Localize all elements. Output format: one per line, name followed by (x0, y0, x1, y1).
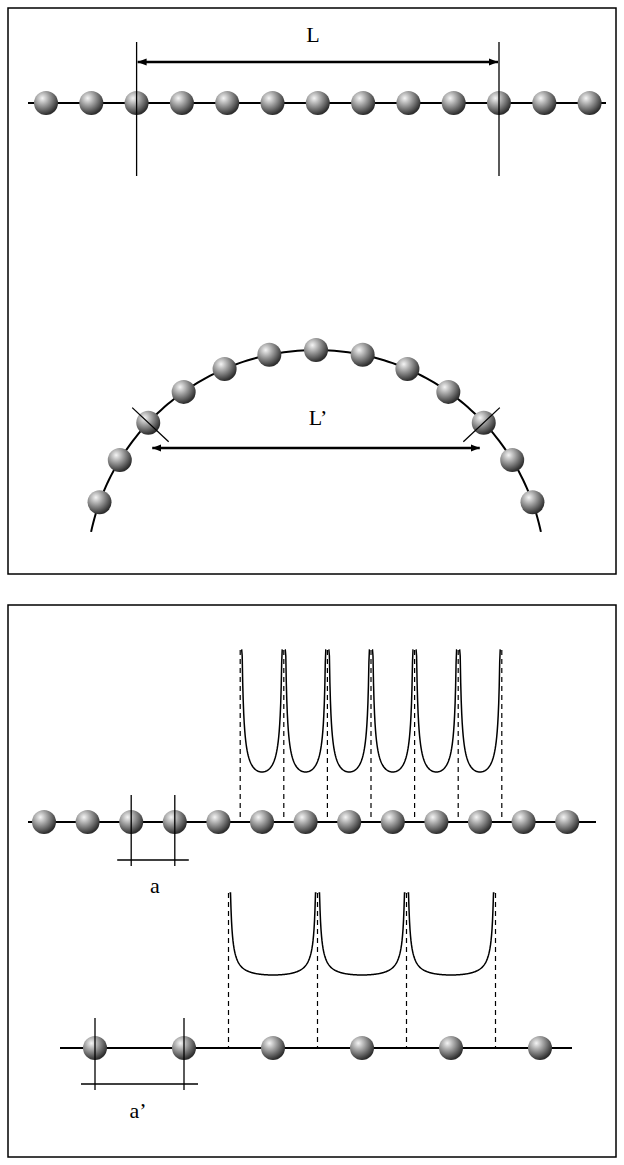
guide-line (131, 795, 132, 866)
dimension-label: a’ (127, 1099, 148, 1123)
atom-ball (396, 91, 420, 115)
spacing-bar (81, 1083, 198, 1085)
atom-ball (436, 380, 460, 404)
atom-ball (206, 810, 230, 834)
atom-ball (578, 91, 602, 115)
atom-ball (215, 91, 239, 115)
atom-ball (381, 810, 405, 834)
guide-line (94, 1018, 95, 1090)
cusp-dash (458, 650, 459, 822)
dense-chain (28, 650, 596, 866)
atom-ball (395, 357, 419, 381)
atom-ball (520, 490, 544, 514)
atom-ball (172, 380, 196, 404)
atom-ball (528, 1036, 552, 1060)
potential-curve (408, 893, 495, 975)
atom-ball (88, 490, 112, 514)
cusp-dash (501, 650, 502, 822)
potential-curve (328, 650, 370, 772)
guide-line (136, 42, 137, 176)
cusp-dash (327, 650, 328, 822)
cusp-dash (370, 650, 371, 822)
atom-ball (304, 338, 328, 362)
atom-ball (261, 1036, 285, 1060)
potential-curve (372, 650, 414, 772)
cusp-dash (495, 893, 496, 1048)
dimension-label: L (304, 23, 321, 47)
atom-ball (108, 448, 132, 472)
cusp-dash (240, 650, 241, 822)
length-arrow (152, 447, 480, 450)
atom-ball (257, 343, 281, 367)
atom-ball (532, 91, 556, 115)
atom-ball (351, 91, 375, 115)
atom-ball (512, 810, 536, 834)
cusp-dash (228, 893, 229, 1048)
cusp-dash (283, 650, 284, 822)
guide-line (498, 42, 499, 176)
cusp-dash (317, 893, 318, 1048)
cusp-dash (406, 893, 407, 1048)
atom-ball (337, 810, 361, 834)
atom-ball (213, 357, 237, 381)
dimension-label: L’ (307, 406, 330, 430)
potential-curve (459, 650, 501, 772)
guide-line (174, 795, 175, 866)
potential-curve (230, 893, 317, 975)
atom-ball (351, 343, 375, 367)
atom-ball (350, 1036, 374, 1060)
panel-frame (8, 8, 616, 574)
bent-chain (88, 338, 545, 532)
atom-ball (294, 810, 318, 834)
atom-ball (468, 810, 492, 834)
atom-ball (170, 91, 194, 115)
atom-ball (424, 810, 448, 834)
atom-ball (261, 91, 285, 115)
panel-frame (8, 605, 616, 1157)
spacing-bar (117, 859, 189, 861)
length-arrow (138, 61, 498, 64)
guide-line (132, 408, 168, 442)
cusp-dash (414, 650, 415, 822)
chain-bond (91, 350, 541, 532)
atom-ball (442, 91, 466, 115)
potential-curve (416, 650, 458, 772)
potential-curve (319, 893, 406, 975)
atom-ball (555, 810, 579, 834)
dimension-label: a (148, 874, 162, 898)
atom-ball (34, 91, 58, 115)
sparse-chain (60, 893, 572, 1090)
guide-line (463, 408, 499, 442)
atom-ball (306, 91, 330, 115)
guide-line (183, 1018, 184, 1090)
potential-curve (241, 650, 283, 772)
atom-ball (79, 91, 103, 115)
atom-ball (500, 448, 524, 472)
atom-ball (439, 1036, 463, 1060)
potential-curve (285, 650, 327, 772)
atom-ball (250, 810, 274, 834)
atom-ball (32, 810, 56, 834)
atom-ball (76, 810, 100, 834)
straight-chain (28, 42, 606, 176)
